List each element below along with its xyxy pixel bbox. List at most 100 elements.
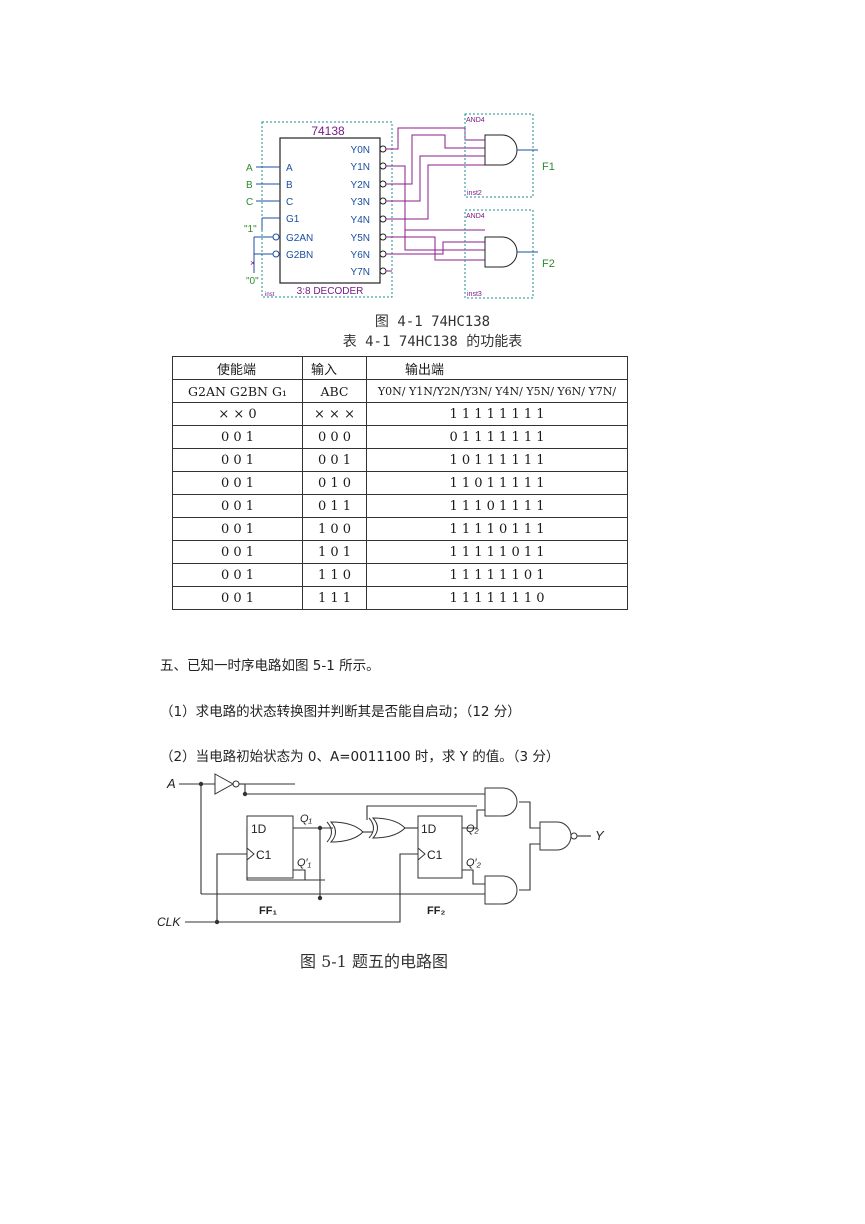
output-cell: 1 1 1 1 1 1 0 1 <box>366 563 628 587</box>
enable-cell: 0 0 1 <box>172 517 303 541</box>
clk-label: CLK <box>157 915 181 929</box>
pin-y4n: Y4N <box>351 215 370 226</box>
chip-name: 74138 <box>311 124 345 138</box>
and-gate-1 <box>484 134 518 166</box>
const-high-label: "1" <box>244 224 257 235</box>
ff2-name: FF₂ <box>427 905 445 917</box>
output-cell: 1 1 1 1 1 1 1 0 <box>366 586 628 610</box>
ff2-c-label: C1 <box>427 848 443 862</box>
nand-bubble <box>570 832 578 840</box>
input-b-label: B <box>246 180 253 191</box>
output-cell: 1 1 0 1 1 1 1 1 <box>366 471 628 495</box>
figure-5-1-sequential-circuit: 1D C1 1D C1 A CLK Q₁ Q′₁ Q₂ Q′₂ Y FF₁ FF… <box>157 773 605 929</box>
q1-not-label: Q′₁ <box>297 857 312 869</box>
ff1-c-label: C1 <box>256 848 272 862</box>
pin-y1n: Y1N <box>351 162 370 173</box>
chip-instance-box <box>261 121 393 298</box>
nand-gate <box>539 821 572 851</box>
question-5-title: 五、已知一时序电路如图 5-1 所示。 <box>160 658 380 674</box>
ff1-name: FF₁ <box>259 905 277 917</box>
right-pins: Y0N Y1N Y2N Y3N Y4N Y5N Y6N Y7N <box>351 145 370 278</box>
header-output: 输出端 <box>366 356 628 380</box>
table-4-1-caption: 表 4-1 74HC138 的功能表 <box>342 334 523 350</box>
no-connect-mark: × <box>250 258 255 268</box>
decoder-chip-body <box>279 137 381 284</box>
and-gate-top <box>484 787 518 817</box>
pin-g1: G1 <box>286 214 300 225</box>
const-low-label: "0" <box>246 276 259 287</box>
enable-cell: 0 0 1 <box>172 425 303 449</box>
header-input: 输入 <box>302 356 367 380</box>
pin-g2an: G2AN <box>286 233 313 244</box>
header-enable: 使能端 <box>172 356 303 380</box>
enable-cell: 0 0 1 <box>172 471 303 495</box>
output-cell: 1 1 1 1 1 0 1 1 <box>366 540 628 564</box>
sub-header-row: G2AN G2BN G₁ ABC Y0N/ Y1N/Y2N/Y3N/ Y4N/ … <box>172 379 628 403</box>
xor-gates <box>326 817 406 843</box>
flip-flop-2 <box>417 815 463 879</box>
circuit-labels: A CLK Q₁ Q′₁ Q₂ Q′₂ Y <box>157 776 605 929</box>
subheader-input: ABC <box>302 379 367 403</box>
output-y-label: Y <box>595 828 605 843</box>
chip-inst-label: inst <box>265 292 275 298</box>
output-f1: F1 <box>542 161 555 173</box>
chip-footer: 3:8 DECODER <box>297 286 364 297</box>
pin-a: A <box>286 163 293 174</box>
output-cell: 0 1 1 1 1 1 1 1 <box>366 425 628 449</box>
xor-gate-1 <box>329 821 364 843</box>
truth-table: 使能端 输入 输出端 G2AN G2BN G₁ ABC Y0N/ Y1N/Y2N… <box>172 356 628 610</box>
question-5-part-1: （1）求电路的状态转换图并判断其是否能自启动；（12 分） <box>160 704 521 720</box>
gate2-type: AND4 <box>466 213 485 220</box>
input-cell: 1 0 0 <box>302 517 367 541</box>
subheader-enable: G2AN G2BN G₁ <box>172 379 303 403</box>
output-cell: 1 1 1 0 1 1 1 1 <box>366 494 628 518</box>
pin-b: B <box>286 180 293 191</box>
enable-cell: 0 0 1 <box>172 494 303 518</box>
enable-cell: 0 0 1 <box>172 540 303 564</box>
and-gate-2-box <box>464 209 534 299</box>
flip-flop-1 <box>246 815 294 879</box>
group-header-row: 使能端 输入 输出端 <box>172 356 628 380</box>
input-cell: 1 1 0 <box>302 563 367 587</box>
input-cell: × × × <box>302 402 367 426</box>
ff1-d-label: 1D <box>251 822 267 836</box>
input-a-label: A <box>246 163 253 174</box>
input-cell: 0 0 0 <box>302 425 367 449</box>
q1-label: Q₁ <box>300 813 313 825</box>
output-cell: 1 1 1 1 0 1 1 1 <box>366 517 628 541</box>
table-row: × × 0× × ×1 1 1 1 1 1 1 1 <box>172 402 628 426</box>
figure-4-1-decoder-circuit: 74138 3:8 DECODER inst A B C G1 G2AN G2B… <box>244 113 555 299</box>
input-cell: 1 1 1 <box>302 586 367 610</box>
enable-cell: 0 0 1 <box>172 586 303 610</box>
input-cell: 0 1 1 <box>302 494 367 518</box>
input-wires <box>253 166 280 273</box>
pin-y5n: Y5N <box>351 233 370 244</box>
pin-y3n: Y3N <box>351 197 370 208</box>
gate1-inst: inst2 <box>467 190 482 197</box>
input-labels: A B C "1" "0" <box>244 163 259 287</box>
ff1-clock-mark <box>246 847 255 861</box>
inverter-bubble <box>232 780 240 788</box>
circuit-wires <box>179 783 591 923</box>
q2-label: Q₂ <box>466 823 480 835</box>
figure-5-1-caption: 图 5-1 题五的电路图 <box>300 952 448 971</box>
enable-cell: × × 0 <box>172 402 303 426</box>
ff2-d-label: 1D <box>421 822 437 836</box>
enable-cell: 0 0 1 <box>172 448 303 472</box>
interconnect-wires <box>386 127 485 272</box>
input-cell: 0 0 1 <box>302 448 367 472</box>
q2-not-label: Q′₂ <box>466 857 482 869</box>
gate1-type: AND4 <box>466 117 485 124</box>
pin-c: C <box>286 197 293 208</box>
and-gate-bottom <box>484 875 518 905</box>
left-pins: A B C G1 G2AN G2BN <box>286 163 313 261</box>
figure-4-1-caption: 图 4-1 74HC138 <box>374 314 491 330</box>
pin-y0n: Y0N <box>351 145 370 156</box>
subheader-output: Y0N/ Y1N/Y2N/Y3N/ Y4N/ Y5N/ Y6N/ Y7N/ <box>366 379 628 403</box>
pin-y2n: Y2N <box>351 180 370 191</box>
